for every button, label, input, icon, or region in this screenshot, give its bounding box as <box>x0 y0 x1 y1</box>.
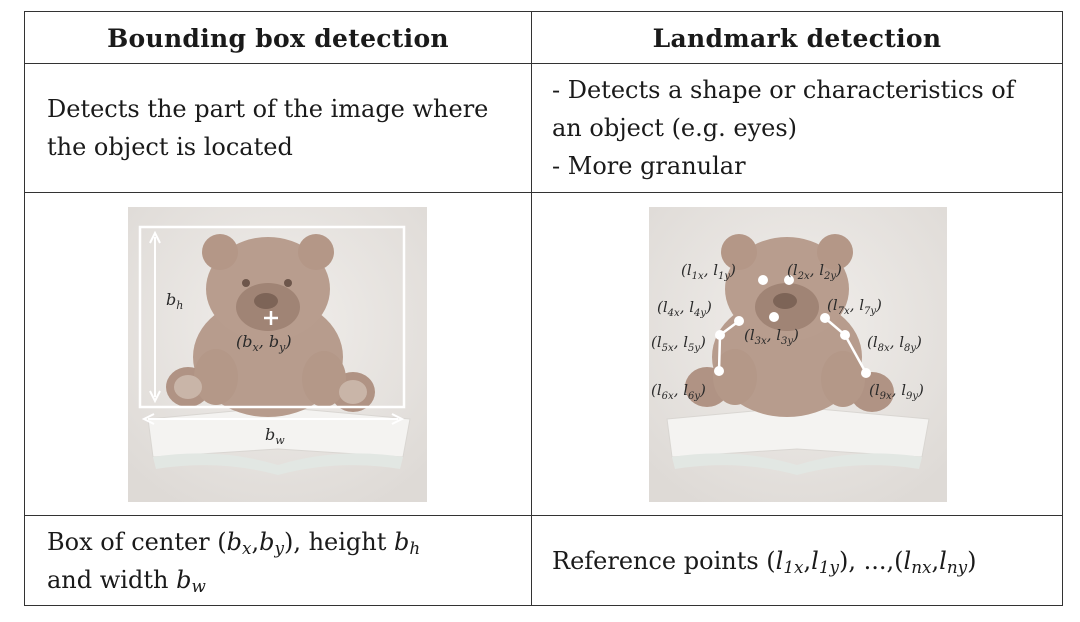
landmark-point <box>861 368 871 378</box>
center-label: (bx, by) <box>236 332 292 354</box>
landmark-description-line: - More granular <box>552 152 746 180</box>
header-landmark: Landmark detection <box>652 23 942 53</box>
landmark-point <box>840 330 850 340</box>
height-label: bh <box>166 290 183 312</box>
header-bounding-box: Bounding box detection <box>107 23 449 53</box>
landmark-point <box>714 366 724 376</box>
row-divider <box>25 192 1062 193</box>
bbox-output-line: and width bw <box>47 565 206 596</box>
comparison-table: Bounding box detection Landmark detectio… <box>24 11 1063 606</box>
landmark-point <box>758 275 768 285</box>
bounding-box-figure: bh (bx, by) bw <box>128 207 427 502</box>
landmark-description-line: - Detects a shape or characteristics of <box>552 76 1015 104</box>
row-divider <box>25 515 1062 516</box>
row-divider <box>25 63 1062 64</box>
landmark-description-line: an object (e.g. eyes) <box>552 114 798 142</box>
bbox-description-line: Detects the part of the image where <box>47 95 489 123</box>
column-divider <box>531 12 532 605</box>
landmark-point <box>734 316 744 326</box>
width-label: bw <box>265 425 285 447</box>
landmark-figure: (l1x, l1y) (l2x, l2y) (l4x, l4y) (l7x, l… <box>649 207 947 502</box>
bbox-output-line: Box of center (bx,by), height bh <box>47 527 421 558</box>
landmark-point <box>820 313 830 323</box>
teddy-bear-landmark-image: (l1x, l1y) (l2x, l2y) (l4x, l4y) (l7x, l… <box>649 207 947 502</box>
landmark-output-line: Reference points (l1x,l1y), ...,(lnx,lny… <box>552 546 977 577</box>
bbox-description-line: the object is located <box>47 133 293 161</box>
teddy-bear-bbox-image: bh (bx, by) bw <box>128 207 427 502</box>
landmark-point <box>769 312 779 322</box>
landmark-point <box>715 330 725 340</box>
landmark-description: - Detects a shape or characteristics of … <box>532 64 1062 192</box>
landmark-output-description: Reference points (l1x,l1y), ...,(lnx,lny… <box>532 516 1062 605</box>
bbox-output-description: Box of center (bx,by), height bh and wid… <box>25 516 531 605</box>
bbox-description: Detects the part of the image where the … <box>25 64 531 192</box>
landmark-point <box>784 275 794 285</box>
